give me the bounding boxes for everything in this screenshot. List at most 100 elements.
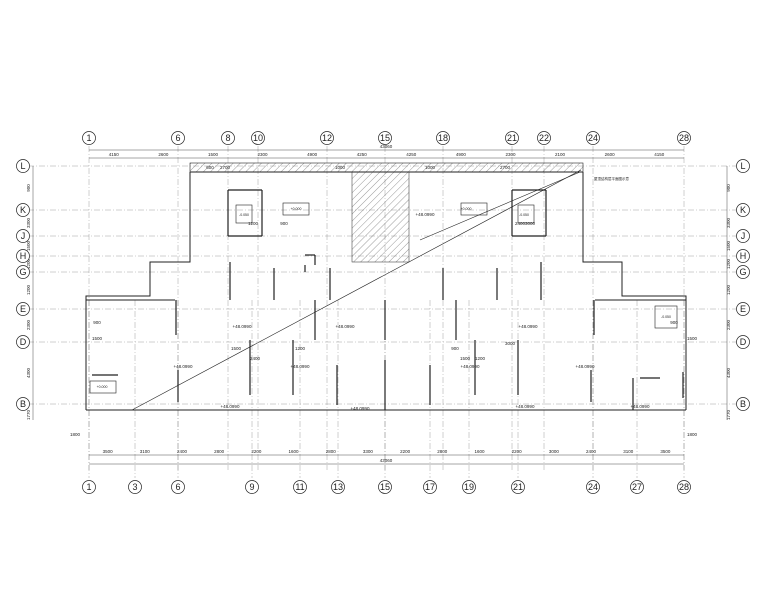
dim-right: 1200: [726, 258, 731, 269]
dim-left-small: 1800: [70, 432, 81, 437]
dim-left: 2300: [26, 319, 31, 330]
dim-top: 2100: [555, 152, 566, 157]
axis-bubble-right: H: [736, 249, 750, 263]
shaft-boxes: [89, 202, 678, 394]
axis-bubble-label: E: [740, 304, 746, 314]
elevation-label: +48.0990: [233, 324, 252, 329]
dim-right: 1200: [726, 284, 731, 295]
axis-bubble-circle: [677, 480, 691, 494]
axis-bubble-top: 18: [436, 131, 450, 145]
axis-bubble-bottom: 1: [82, 480, 96, 494]
axis-bubble-left: G: [16, 265, 30, 279]
dim-misc: 1200: [475, 356, 486, 361]
dim-misc: 2400: [250, 356, 261, 361]
room-label: +0.000: [291, 207, 302, 211]
axis-bubble-label: H: [740, 251, 747, 261]
dim-bottom-total: 43060: [380, 458, 393, 463]
axis-bubble-label: D: [740, 337, 747, 347]
axis-bubble-circle: [245, 480, 259, 494]
dim-top: 2300: [258, 152, 269, 157]
axis-bubble-left: K: [16, 203, 30, 217]
axis-bubble-circle: [82, 480, 96, 494]
dim-misc: 1200: [295, 346, 306, 351]
dim-right: 2300: [726, 319, 731, 330]
elevation-label: +48.0990: [291, 364, 310, 369]
axis-bubble-top: 10: [251, 131, 265, 145]
axis-bubble-circle: [331, 480, 345, 494]
axis-bubble-label: 15: [380, 482, 390, 492]
axis-bubble-bottom: 9: [245, 480, 259, 494]
elevation-label: +48.0990: [519, 324, 538, 329]
dim-bottom: 2800: [214, 449, 225, 454]
axis-bubble-bottom: 24: [586, 480, 600, 494]
dim-bottom: 3300: [363, 449, 374, 454]
axis-bubble-label: H: [20, 251, 27, 261]
axis-bubble-circle: [511, 480, 525, 494]
axis-bubble-circle: [586, 131, 600, 145]
axis-bubble-right: L: [736, 159, 750, 173]
dim-left: 1200: [26, 258, 31, 269]
dim-left: 1500: [26, 240, 31, 251]
axis-bubble-circle: [736, 159, 750, 173]
axis-bubble-label: 18: [438, 133, 448, 143]
axis-bubble-label: 19: [464, 482, 474, 492]
axis-bubble-circle: [378, 131, 392, 145]
dim-right: 3300: [726, 217, 731, 228]
axis-bubble-bottom: 28: [677, 480, 691, 494]
room-label: +0.000: [97, 385, 108, 389]
axis-bubble-circle: [630, 480, 644, 494]
dim-misc: 3000: [505, 341, 516, 346]
dim-bottom: 3100: [140, 449, 151, 454]
axis-bubble-label: 3: [132, 482, 137, 492]
dim-right-small: 1500: [687, 336, 698, 341]
dim-top: 4150: [109, 152, 120, 157]
axis-bubble-top: 1: [82, 131, 96, 145]
axis-bubble-label: K: [20, 205, 26, 215]
dim-misc: 1500: [231, 346, 242, 351]
axis-bubble-circle: [221, 131, 235, 145]
axis-bubble-top: 24: [586, 131, 600, 145]
axis-bubble-label: K: [740, 205, 746, 215]
axis-bubble-right: G: [736, 265, 750, 279]
axis-bubble-label: 9: [249, 482, 254, 492]
axis-bubble-label: 22: [539, 133, 549, 143]
axis-bubble-label: 13: [333, 482, 343, 492]
axis-bubble-circle: [128, 480, 142, 494]
axis-bubble-bottom: 17: [423, 480, 437, 494]
axis-bubble-bottom: 11: [293, 480, 307, 494]
axis-bubble-circle: [736, 335, 750, 349]
elevation-label: +48.0990: [516, 404, 535, 409]
dim-top: 4150: [654, 152, 665, 157]
axis-bubble-circle: [16, 335, 30, 349]
axis-bubble-circle: [171, 131, 185, 145]
dim-misc: 1200: [248, 221, 259, 226]
axis-bubble-top: 15: [378, 131, 392, 145]
dim-bottom: 2200: [400, 449, 411, 454]
axis-bubble-left: B: [16, 397, 30, 411]
dim-misc: 900: [280, 221, 288, 226]
axis-bubble-label: J: [21, 231, 26, 241]
axis-bubble-circle: [82, 131, 96, 145]
dim-top: 2600: [605, 152, 616, 157]
dim-right-small: 900: [670, 320, 678, 325]
dim-right: 900: [726, 184, 731, 192]
dim-bottom: 2800: [437, 449, 448, 454]
dim-left: 3300: [26, 217, 31, 228]
axis-bubble-label: 28: [679, 133, 689, 143]
axis-bubble-top: 28: [677, 131, 691, 145]
room-label: -0.050: [661, 315, 671, 319]
dim-top: 4250: [357, 152, 368, 157]
dim-right: 4300: [726, 367, 731, 378]
axis-bubble-label: 27: [632, 482, 642, 492]
axis-bubble-circle: [16, 397, 30, 411]
dim-left: 900: [26, 184, 31, 192]
axis-bubble-right: E: [736, 302, 750, 316]
axis-bubble-label: 6: [175, 482, 180, 492]
interior-walls: [92, 189, 684, 410]
axis-bubble-top: 22: [537, 131, 551, 145]
axis-bubble-circle: [16, 249, 30, 263]
axis-bubble-right: J: [736, 229, 750, 243]
